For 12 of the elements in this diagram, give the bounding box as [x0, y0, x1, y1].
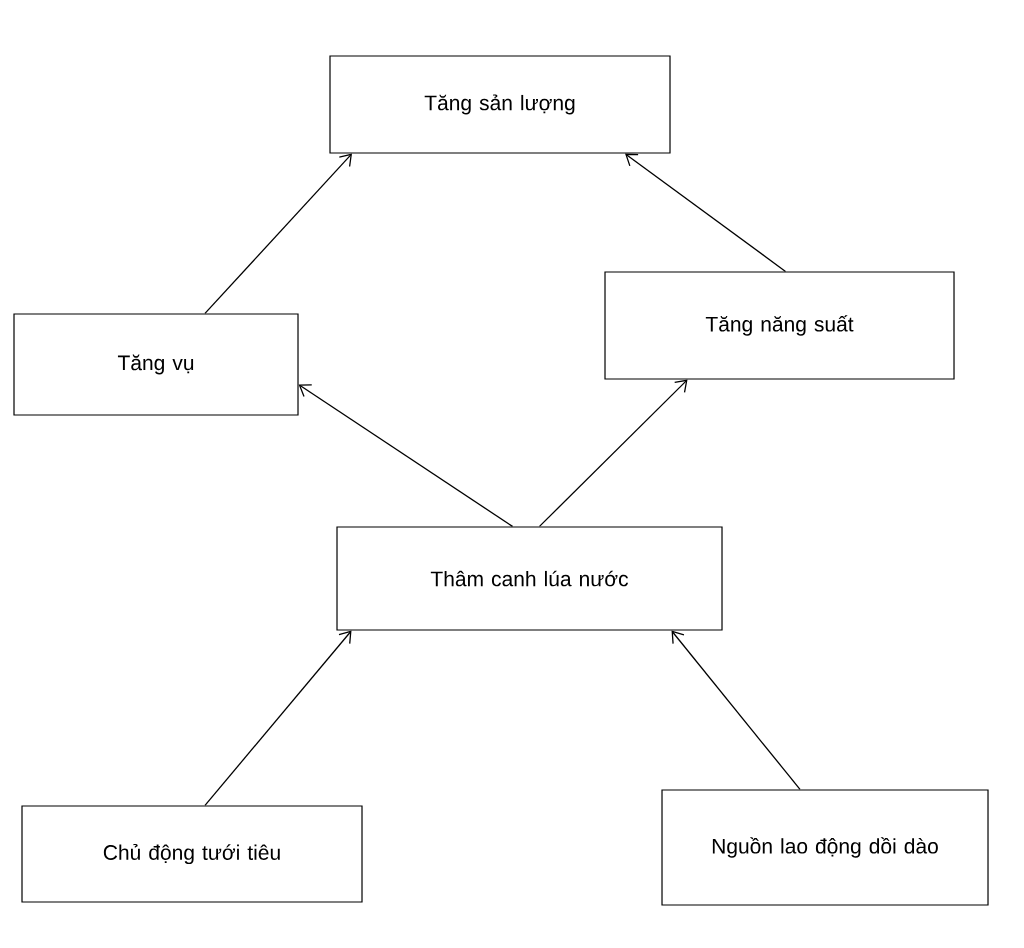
arrow — [625, 153, 787, 273]
arrow — [298, 384, 514, 528]
process-box: Tăng vụ — [13, 313, 299, 416]
arrow — [671, 630, 801, 791]
process-box: Tăng năng suất — [604, 271, 955, 380]
process-box: Nguồn lao động dồi dào — [661, 789, 989, 906]
arrow — [204, 630, 352, 807]
arrow — [204, 153, 352, 315]
process-box: Chủ động tưới tiêu — [21, 805, 363, 903]
process-box: Tăng sản lượng — [329, 55, 671, 154]
arrow — [538, 379, 688, 528]
process-box: Thâm canh lúa nước — [336, 526, 723, 631]
